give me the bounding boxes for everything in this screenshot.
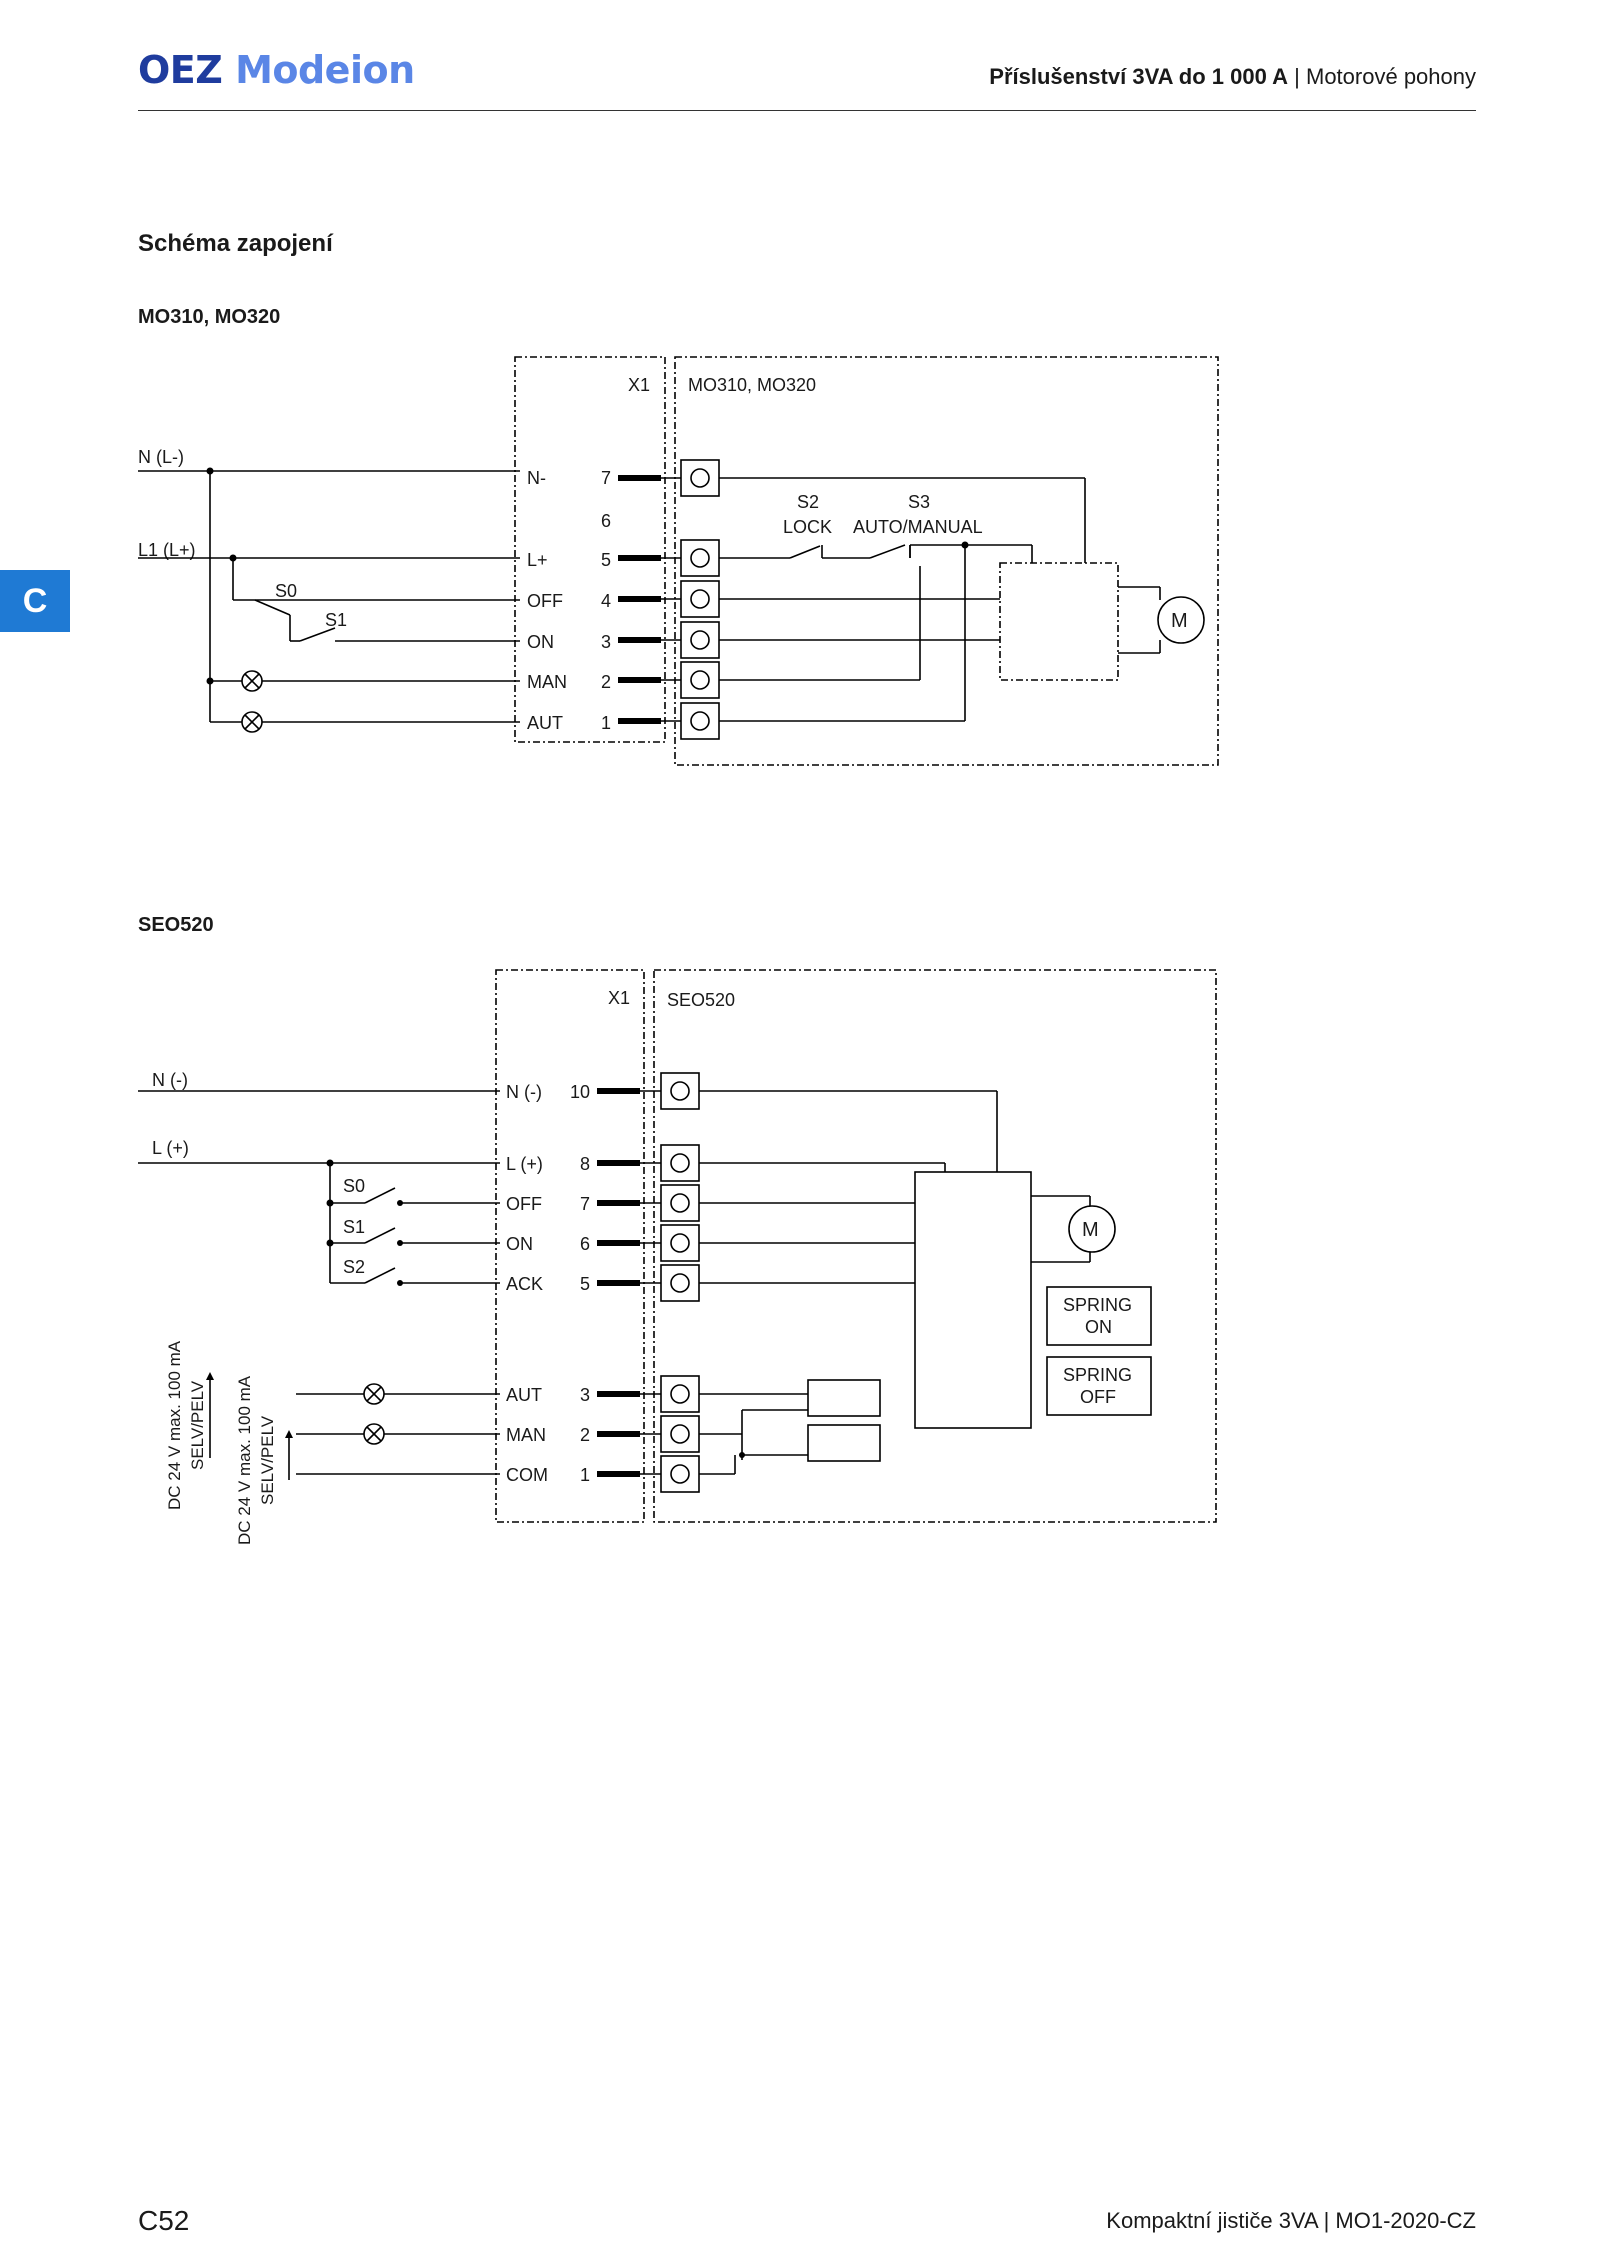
spring-off-label: OFF	[1080, 1387, 1116, 1407]
brand-logo: OEZ Modeion	[138, 48, 415, 92]
terminal-number: 10	[570, 1082, 590, 1102]
s1-label: S1	[325, 610, 347, 630]
s2-sublabel: LOCK	[783, 517, 832, 537]
terminal-label: MAN	[506, 1425, 546, 1445]
s3-sublabel: AUTO/MANUAL	[853, 517, 983, 537]
terminal-number: 6	[580, 1234, 590, 1254]
page-number: C52	[138, 2205, 190, 2236]
terminal-label: AUT	[506, 1385, 542, 1405]
logo-oez: OEZ	[138, 48, 223, 92]
dc-label-1a: DC 24 V max. 100 mA	[165, 1340, 184, 1510]
screw-terminals	[661, 459, 720, 740]
terminal-label: N-	[527, 468, 546, 488]
x1-terminal-block-outline	[514, 356, 666, 743]
header-divider	[138, 110, 1476, 111]
aut-indicator-lamp	[241, 711, 263, 733]
n-line-label: N (-)	[152, 1070, 188, 1090]
terminal-number: 4	[601, 591, 611, 611]
terminal-label: L (+)	[506, 1154, 543, 1174]
terminal-number: 5	[580, 1274, 590, 1294]
diagram2: X1 SEO520 N (-) L (+) S0 S1 S2 DC 24 V m…	[138, 969, 1217, 1545]
terminal-label: MAN	[527, 672, 567, 692]
spring-on-label: ON	[1085, 1317, 1112, 1337]
n-line-label: N (L-)	[138, 447, 184, 467]
terminal-number: 1	[601, 713, 611, 733]
man-indicator-lamp	[241, 670, 263, 692]
x1-label: X1	[628, 375, 650, 395]
spring-off-indicator	[1046, 1356, 1152, 1416]
s0-label: S0	[275, 581, 297, 601]
diagram1-subtitle: MO310, MO320	[138, 306, 281, 328]
terminal-number: 5	[601, 550, 611, 570]
aut-relay	[807, 1379, 881, 1417]
spring-off-label: SPRING	[1063, 1365, 1132, 1385]
l-line-label: L (+)	[152, 1138, 189, 1158]
device-outline	[653, 969, 1217, 1523]
terminal-label: OFF	[527, 591, 563, 611]
man-relay	[807, 1424, 881, 1462]
terminal-number: 1	[580, 1465, 590, 1485]
motor-icon	[1068, 1205, 1116, 1253]
diagram2-subtitle: SEO520	[138, 914, 214, 936]
s0-label: S0	[343, 1176, 365, 1196]
footer-reference: Kompaktní jističe 3VA | MO1-2020-CZ	[1106, 2208, 1476, 2234]
s2-label: S2	[797, 492, 819, 512]
spring-on-indicator	[1046, 1286, 1152, 1346]
terminal-label: COM	[506, 1465, 548, 1485]
s3-label: S3	[908, 492, 930, 512]
device-outline	[674, 356, 1219, 766]
terminal-label: ON	[506, 1234, 533, 1254]
section-title: Schéma zapojení	[138, 230, 333, 257]
terminal-label: AUT	[527, 713, 563, 733]
footer-code: MO1-2020-CZ	[1335, 2208, 1476, 2233]
logo-modeion: Modeion	[235, 48, 415, 92]
dc-label-2b: SELV/PELV	[258, 1415, 277, 1505]
x1-label: X1	[608, 988, 630, 1008]
terminal-label: OFF	[506, 1194, 542, 1214]
terminal-number: 8	[580, 1154, 590, 1174]
motor-icon	[1157, 596, 1205, 644]
terminal-number: 7	[601, 468, 611, 488]
terminal-label: ON	[527, 632, 554, 652]
dc-label-2a: DC 24 V max. 100 mA	[235, 1375, 254, 1545]
terminal-number: 7	[580, 1194, 590, 1214]
terminal-pins	[618, 475, 661, 724]
motor-label: M	[1171, 610, 1188, 632]
terminal-number: 3	[601, 632, 611, 652]
terminal-number: 3	[580, 1385, 590, 1405]
control-unit	[914, 1171, 1032, 1429]
device-label: SEO520	[667, 990, 735, 1010]
terminal-number: 2	[601, 672, 611, 692]
terminal-label: N (-)	[506, 1082, 542, 1102]
s1-label: S1	[343, 1217, 365, 1237]
terminal-number: 2	[580, 1425, 590, 1445]
header-title-rest: Motorové pohony	[1306, 64, 1476, 89]
aut-indicator-lamp	[363, 1383, 385, 1405]
diagram1: X1 MO310, MO320 N (L-) L1 (L+) S0 S1	[138, 356, 1219, 766]
header-separator: |	[1294, 64, 1300, 89]
dc-label-1b: SELV/PELV	[188, 1380, 207, 1470]
terminal-label: L+	[527, 550, 548, 570]
s2-label: S2	[343, 1257, 365, 1277]
x1-terminal-block-outline	[495, 969, 645, 1523]
footer-catalog: Kompaktní jističe 3VA	[1106, 2208, 1318, 2233]
l-line-label: L1 (L+)	[138, 540, 196, 560]
man-indicator-lamp	[363, 1423, 385, 1445]
terminal-label: ACK	[506, 1274, 543, 1294]
control-unit	[999, 562, 1119, 681]
screw-terminals	[640, 1072, 700, 1493]
chapter-tab: C	[0, 570, 70, 632]
page-header-title: Příslušenství 3VA do 1 000 A | Motorové …	[989, 64, 1476, 90]
device-label: MO310, MO320	[688, 375, 816, 395]
footer-separator: |	[1323, 2208, 1330, 2233]
header-title-bold: Příslušenství 3VA do 1 000 A	[989, 64, 1289, 89]
spring-on-label: SPRING	[1063, 1295, 1132, 1315]
terminal-number: 6	[601, 511, 611, 531]
terminal-pins	[597, 1088, 640, 1477]
motor-label: M	[1082, 1219, 1099, 1241]
